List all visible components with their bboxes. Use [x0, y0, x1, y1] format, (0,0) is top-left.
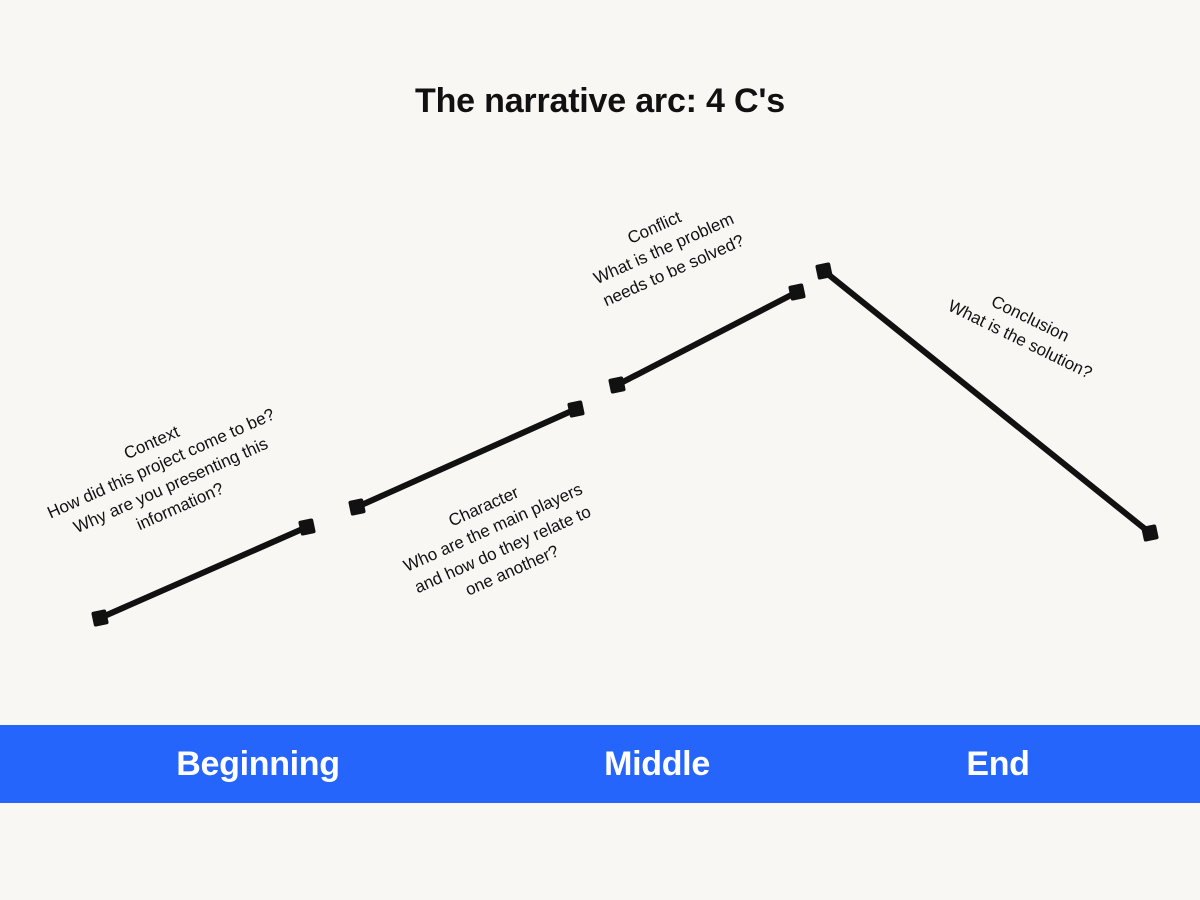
arc-marker	[815, 262, 833, 280]
arc-marker	[298, 518, 316, 536]
arc-segment-character	[355, 406, 578, 510]
arc-marker-group	[91, 262, 1159, 627]
arc-marker	[91, 609, 109, 627]
arc-marker	[788, 283, 806, 301]
stage-label-beginning: Beginning	[176, 745, 340, 783]
stage-label-end: End	[966, 745, 1030, 783]
arc-segment-conflict	[615, 289, 799, 388]
arc-marker	[1141, 524, 1159, 542]
stage-label-middle: Middle	[604, 745, 710, 783]
arc-segment-context	[98, 524, 309, 621]
arc-line-group	[98, 268, 1152, 621]
arc-segment-conclusion	[822, 268, 1152, 536]
stage-bar: Beginning Middle End	[0, 725, 1200, 803]
page-title: The narrative arc: 4 C's	[415, 82, 785, 120]
arc-marker	[608, 376, 626, 394]
arc-marker	[348, 498, 366, 516]
arc-marker	[567, 400, 585, 418]
